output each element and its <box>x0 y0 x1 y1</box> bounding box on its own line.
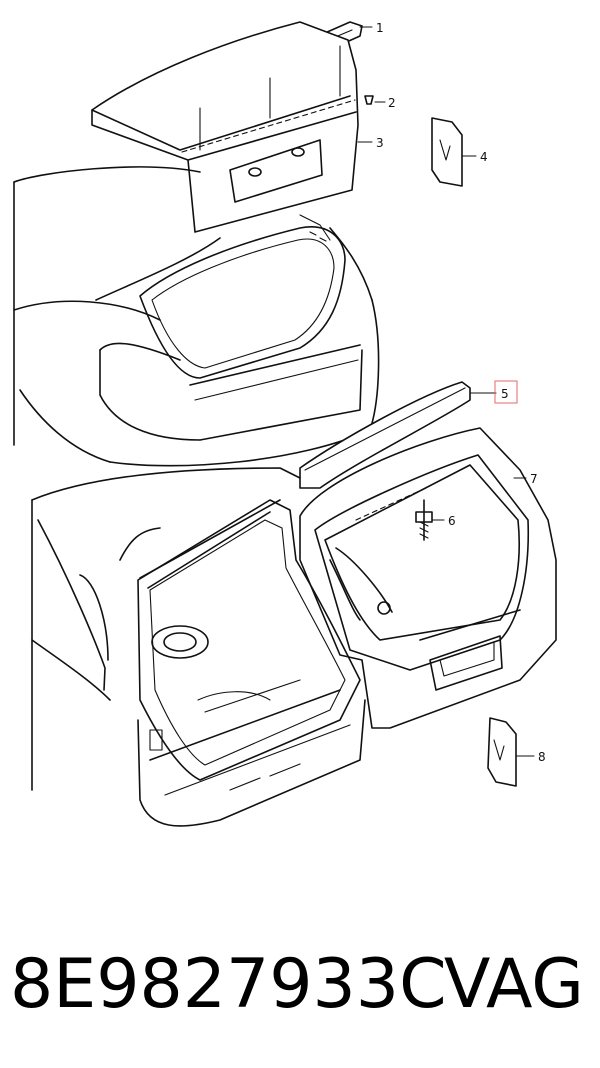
hatch-spoiler <box>299 381 471 489</box>
callout-5-highlight <box>494 380 518 404</box>
sedan-rear-assembly <box>13 21 463 467</box>
bolt-part-6 <box>415 499 433 541</box>
callouts: 1 2 3 4 5 6 7 8 <box>357 21 546 764</box>
svg-text:4: 4 <box>480 150 488 164</box>
svg-text:8: 8 <box>538 750 546 764</box>
callout-7[interactable]: 7 <box>513 472 538 486</box>
trunk-lid <box>91 21 359 233</box>
svg-text:5: 5 <box>501 387 509 401</box>
part-number: 8E9827933C <box>10 945 447 1024</box>
parts-diagram: 1 2 3 4 5 6 7 8 <box>13 21 557 827</box>
callout-3[interactable]: 3 <box>357 136 384 150</box>
callout-1[interactable]: 1 <box>359 21 384 35</box>
brand-label: VAG <box>443 945 584 1024</box>
wedge-part-4 <box>431 117 463 187</box>
svg-text:1: 1 <box>376 21 384 35</box>
callout-5[interactable]: 5 <box>469 380 518 404</box>
svg-text:6: 6 <box>448 514 456 528</box>
hatchback-rear-assembly <box>31 381 557 827</box>
svg-text:2: 2 <box>388 96 396 110</box>
callout-6[interactable]: 6 <box>431 514 456 528</box>
caption: 8E9827933C VAG <box>0 935 600 1035</box>
svg-text:7: 7 <box>530 472 538 486</box>
callout-4[interactable]: 4 <box>461 150 488 164</box>
tailgate <box>299 427 557 729</box>
callout-8[interactable]: 8 <box>515 750 546 764</box>
svg-text:3: 3 <box>376 136 384 150</box>
wedge-part-8 <box>487 717 517 787</box>
callout-2[interactable]: 2 <box>374 96 396 110</box>
